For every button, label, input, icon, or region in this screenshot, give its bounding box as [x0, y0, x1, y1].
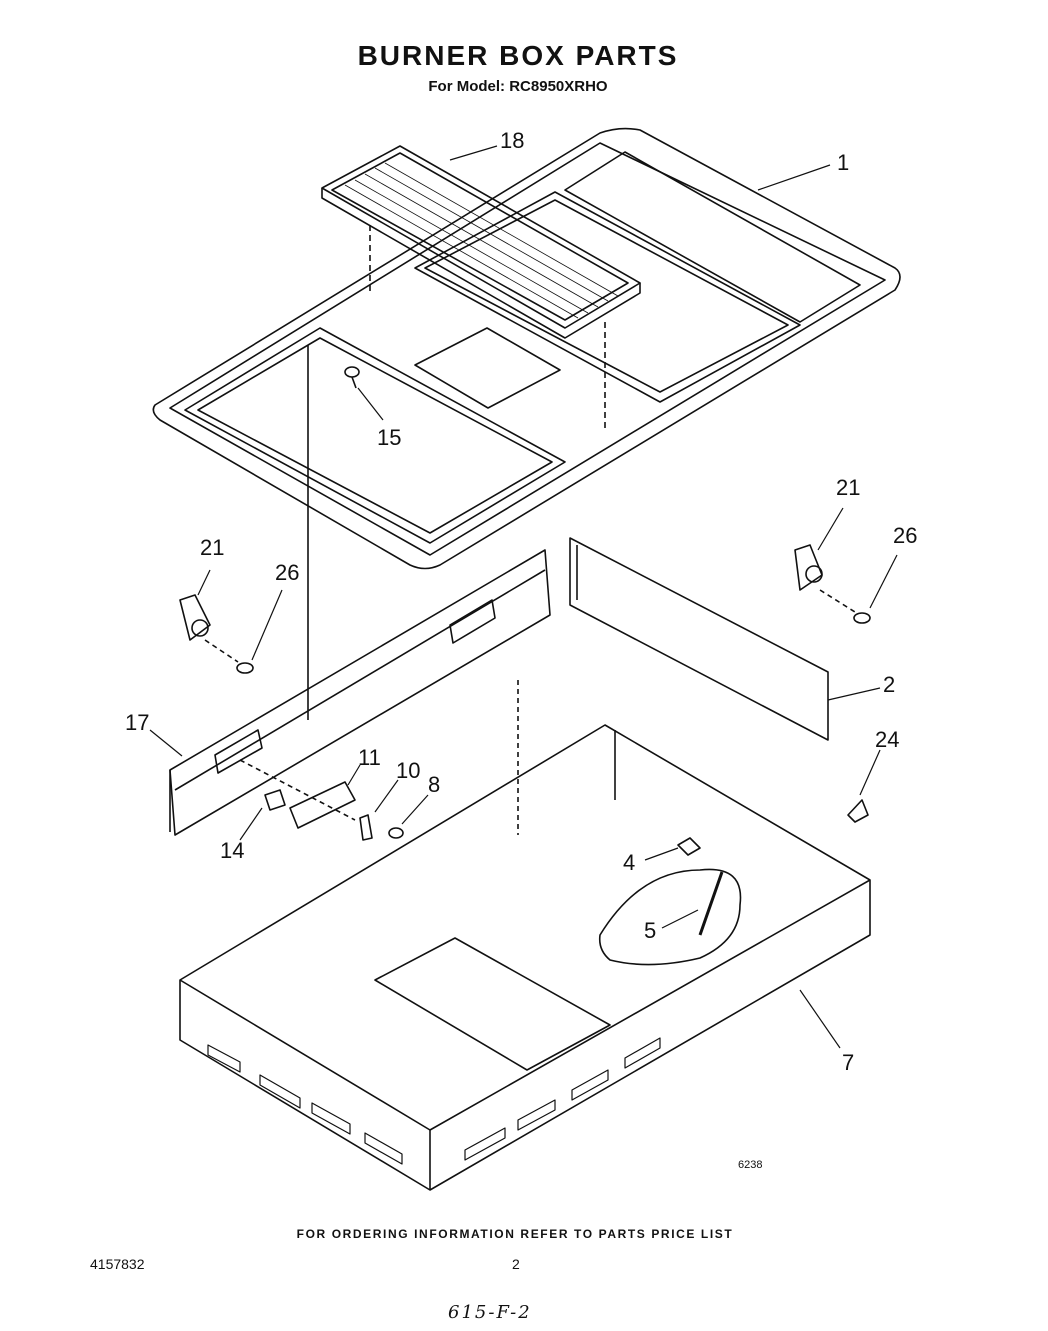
- callout-4: 4: [623, 850, 635, 875]
- page-number: 2: [512, 1256, 520, 1272]
- rear-panel-part-2: [569, 537, 829, 741]
- front-panel-part-17: [169, 549, 551, 836]
- document-part-number: 4157832: [90, 1256, 145, 1272]
- callout-17: 17: [125, 710, 149, 735]
- handwritten-note: 615-F-2: [448, 1302, 532, 1323]
- bracket-part-14: [264, 789, 286, 811]
- callout-24: 24: [875, 727, 899, 752]
- callout-26-right: 26: [893, 523, 917, 548]
- callout-2: 2: [883, 672, 895, 697]
- callout-15: 15: [377, 425, 401, 450]
- callout-7: 7: [842, 1050, 854, 1075]
- igniter-part-21-left: [179, 594, 211, 641]
- callout-21-left: 21: [200, 535, 224, 560]
- clamp-part-24: [847, 799, 869, 823]
- nut-part-4: [677, 837, 701, 856]
- alignment-line: [239, 759, 356, 821]
- callout-10: 10: [396, 758, 420, 783]
- callout-21-right: 21: [836, 475, 860, 500]
- clip-part-10: [359, 814, 373, 841]
- callout-11: 11: [358, 745, 381, 770]
- switch-block-part-11: [289, 781, 356, 829]
- cooktop-frame-part-1: [152, 127, 901, 570]
- leader-arrows: [149, 145, 898, 1049]
- figure-number: 6238: [738, 1159, 762, 1171]
- igniter-part-21-right: [794, 544, 823, 591]
- screw-part-15: [344, 366, 360, 389]
- callout-18: 18: [500, 128, 524, 153]
- ordering-note: FOR ORDERING INFORMATION REFER TO PARTS …: [296, 1227, 734, 1241]
- callout-8: 8: [428, 772, 440, 797]
- callout-5: 5: [644, 918, 656, 943]
- model-subtitle: For Model: RC8950XRHO: [428, 78, 608, 95]
- burner-box-part-7: [179, 724, 871, 1191]
- callout-1: 1: [837, 150, 849, 175]
- screw-part-26-right: [819, 589, 871, 624]
- callout-26-left: 26: [275, 560, 299, 585]
- grille-part-18: [321, 145, 641, 428]
- screw-part-26-left: [204, 639, 254, 674]
- page-title: BURNER BOX PARTS: [357, 40, 679, 71]
- callout-14: 14: [220, 838, 244, 863]
- screw-part-8: [388, 827, 404, 839]
